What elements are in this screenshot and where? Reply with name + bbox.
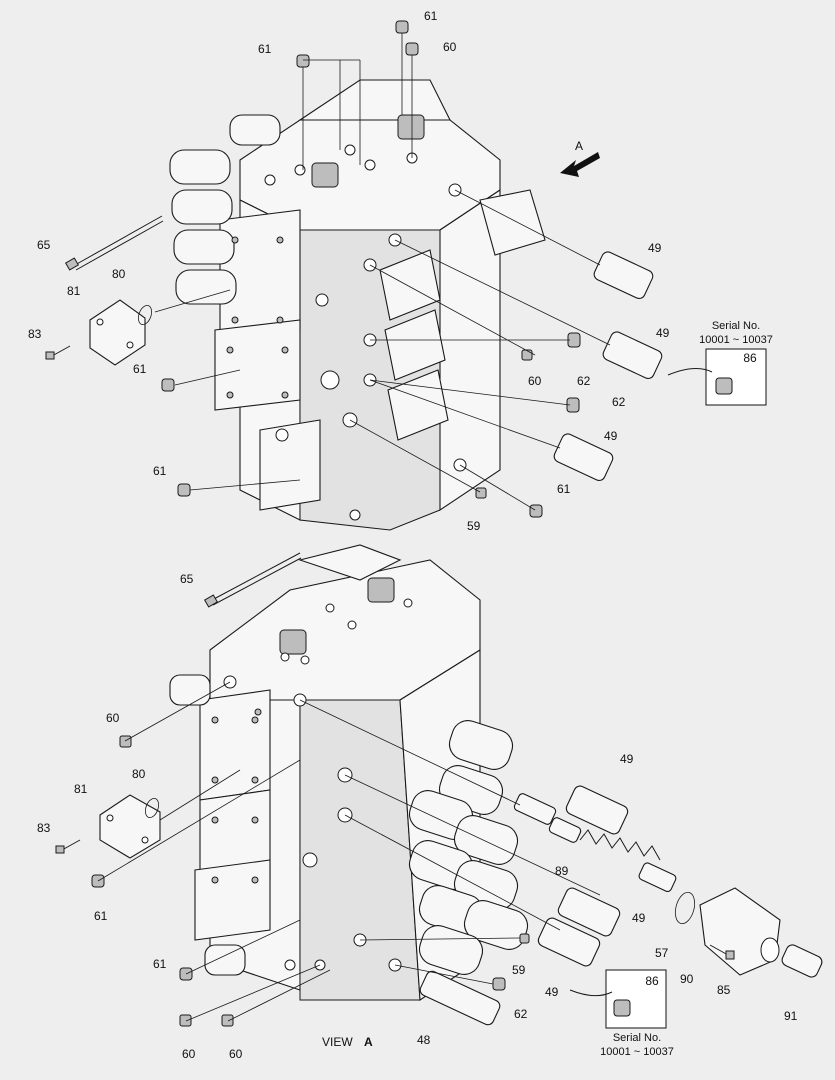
callout-label: 61 [133, 362, 147, 376]
callout-label: 62 [514, 1007, 528, 1021]
callout-label: 89 [555, 864, 569, 878]
callout-label: 65 [180, 572, 194, 586]
callout-label: 59 [467, 519, 481, 533]
callout-label: 60 [443, 40, 457, 54]
serial-part-top: 86 [743, 351, 757, 365]
callout-label: 80 [112, 267, 126, 281]
callout-label: 80 [132, 767, 146, 781]
callout-label: 60 [106, 711, 120, 725]
upper-loose-parts [45, 20, 663, 518]
callout-label: 81 [67, 284, 81, 298]
serial-box-bottom: 86 Serial No. 10001 ~ 10037 [569, 969, 674, 1058]
callout-label: 62 [612, 395, 626, 409]
view-arrow-letter: A [575, 139, 583, 153]
lower-valve-assembly [169, 544, 529, 1001]
callout-label: 49 [604, 429, 618, 443]
callout-label: 85 [717, 983, 731, 997]
view-caption-letter: A [364, 1035, 373, 1049]
callout-label: 59 [512, 963, 526, 977]
serial-part-bottom: 86 [645, 974, 659, 988]
callout-label: 62 [577, 374, 591, 388]
callout-label: 83 [37, 821, 51, 835]
callout-label: 49 [648, 241, 662, 255]
callout-label: 61 [153, 464, 167, 478]
serial-box-top: Serial No. 10001 ~ 10037 86 [667, 320, 773, 406]
upper-valve-assembly [169, 79, 546, 531]
callout-label: 61 [153, 957, 167, 971]
serial-range-top: 10001 ~ 10037 [699, 334, 773, 346]
callout-label: 49 [632, 911, 646, 925]
callout-label: 91 [784, 1009, 798, 1023]
callout-label: 61 [258, 42, 272, 56]
callout-label: 48 [417, 1033, 431, 1047]
serial-range-bottom: 10001 ~ 10037 [600, 1046, 674, 1058]
callout-label: 61 [557, 482, 571, 496]
callout-label: 49 [545, 985, 559, 999]
view-caption-prefix: VIEW [322, 1035, 353, 1049]
view-a-arrow: A [560, 139, 600, 177]
lower-loose-parts [55, 552, 823, 1027]
view-caption: VIEW A [322, 1035, 373, 1049]
callout-label: 61 [424, 9, 438, 23]
callout-label: 60 [528, 374, 542, 388]
callout-labels: 61 61 60 65 80 81 83 61 49 49 60 62 62 4… [28, 9, 798, 1061]
callout-label: 49 [656, 326, 670, 340]
callout-label: 61 [94, 909, 108, 923]
callout-label: 90 [680, 972, 694, 986]
callout-label: 65 [37, 238, 51, 252]
callout-label: 60 [182, 1047, 196, 1061]
serial-title-top: Serial No. [712, 320, 760, 332]
callout-label: 57 [655, 946, 669, 960]
serial-title-bottom: Serial No. [613, 1032, 661, 1044]
callout-label: 49 [620, 752, 634, 766]
callout-label: 81 [74, 782, 88, 796]
callout-label: 60 [229, 1047, 243, 1061]
callout-label: 83 [28, 327, 42, 341]
